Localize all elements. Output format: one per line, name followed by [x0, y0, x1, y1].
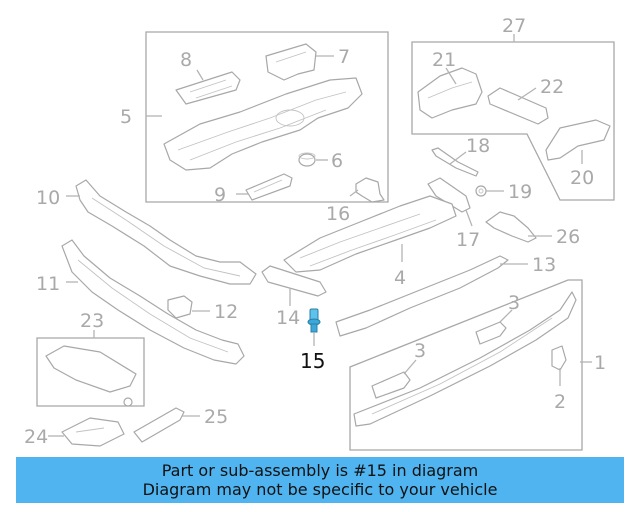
part-26[interactable]	[485, 211, 537, 243]
callout-12: 12	[214, 301, 238, 323]
part-14[interactable]	[261, 265, 327, 297]
group-box-23	[36, 337, 145, 407]
part-13[interactable]	[335, 255, 509, 337]
callout-21: 21	[432, 49, 456, 71]
callout-22: 22	[540, 76, 564, 98]
part-2[interactable]	[551, 345, 567, 371]
part-17[interactable]	[427, 177, 471, 213]
callout-24: 24	[24, 426, 48, 448]
callout-7: 7	[338, 46, 350, 68]
callout-3-lower: 3	[414, 340, 426, 362]
callout-3-upper: 3	[508, 292, 520, 314]
group-box-27	[411, 41, 615, 201]
callout-17: 17	[456, 229, 480, 251]
callout-19: 19	[508, 181, 532, 203]
callout-9: 9	[214, 184, 226, 206]
part-18[interactable]	[431, 147, 479, 177]
callout-8: 8	[180, 49, 192, 71]
group-box-5	[145, 31, 389, 203]
banner-line-2: Diagram may not be specific to your vehi…	[142, 480, 498, 499]
part-9[interactable]	[245, 173, 293, 201]
callout-20: 20	[570, 167, 594, 189]
part-8[interactable]	[175, 71, 241, 105]
part-25[interactable]	[133, 407, 185, 443]
callout-10: 10	[36, 187, 60, 209]
part-23[interactable]	[45, 345, 137, 407]
callout-2: 2	[554, 391, 566, 413]
callout-16: 16	[326, 203, 350, 225]
part-24[interactable]	[61, 417, 125, 447]
callout-14: 14	[276, 307, 300, 329]
callout-4: 4	[394, 267, 406, 289]
callout-26: 26	[556, 226, 580, 248]
leader-lines	[48, 34, 592, 437]
part-21[interactable]	[417, 67, 483, 119]
part-3-lower[interactable]	[371, 371, 411, 399]
banner-line-1: Part or sub-assembly is #15 in diagram	[161, 461, 479, 480]
callout-6: 6	[331, 150, 343, 172]
group-box-1	[349, 279, 583, 451]
part-5[interactable]	[163, 77, 363, 171]
callout-15: 15	[300, 349, 325, 373]
callout-23: 23	[80, 310, 104, 332]
callout-5: 5	[120, 106, 132, 128]
part-15-bolt[interactable]	[307, 308, 321, 333]
part-3-upper[interactable]	[475, 321, 507, 345]
part-12[interactable]	[167, 295, 193, 319]
callout-11: 11	[36, 273, 60, 295]
callout-25: 25	[204, 406, 228, 428]
part-10[interactable]	[75, 179, 257, 285]
part-6[interactable]	[298, 152, 316, 167]
callout-27: 27	[502, 15, 526, 37]
part-11[interactable]	[61, 239, 245, 365]
callout-13: 13	[532, 254, 556, 276]
callout-1: 1	[594, 352, 606, 374]
part-4[interactable]	[283, 195, 457, 273]
part-16[interactable]	[355, 177, 385, 203]
callout-18: 18	[466, 135, 490, 157]
part-1[interactable]	[353, 291, 577, 427]
part-19[interactable]	[475, 185, 487, 197]
part-7[interactable]	[265, 43, 317, 81]
info-banner: Part or sub-assembly is #15 in diagram D…	[16, 457, 624, 503]
part-20[interactable]	[545, 119, 611, 161]
part-22[interactable]	[487, 87, 549, 125]
